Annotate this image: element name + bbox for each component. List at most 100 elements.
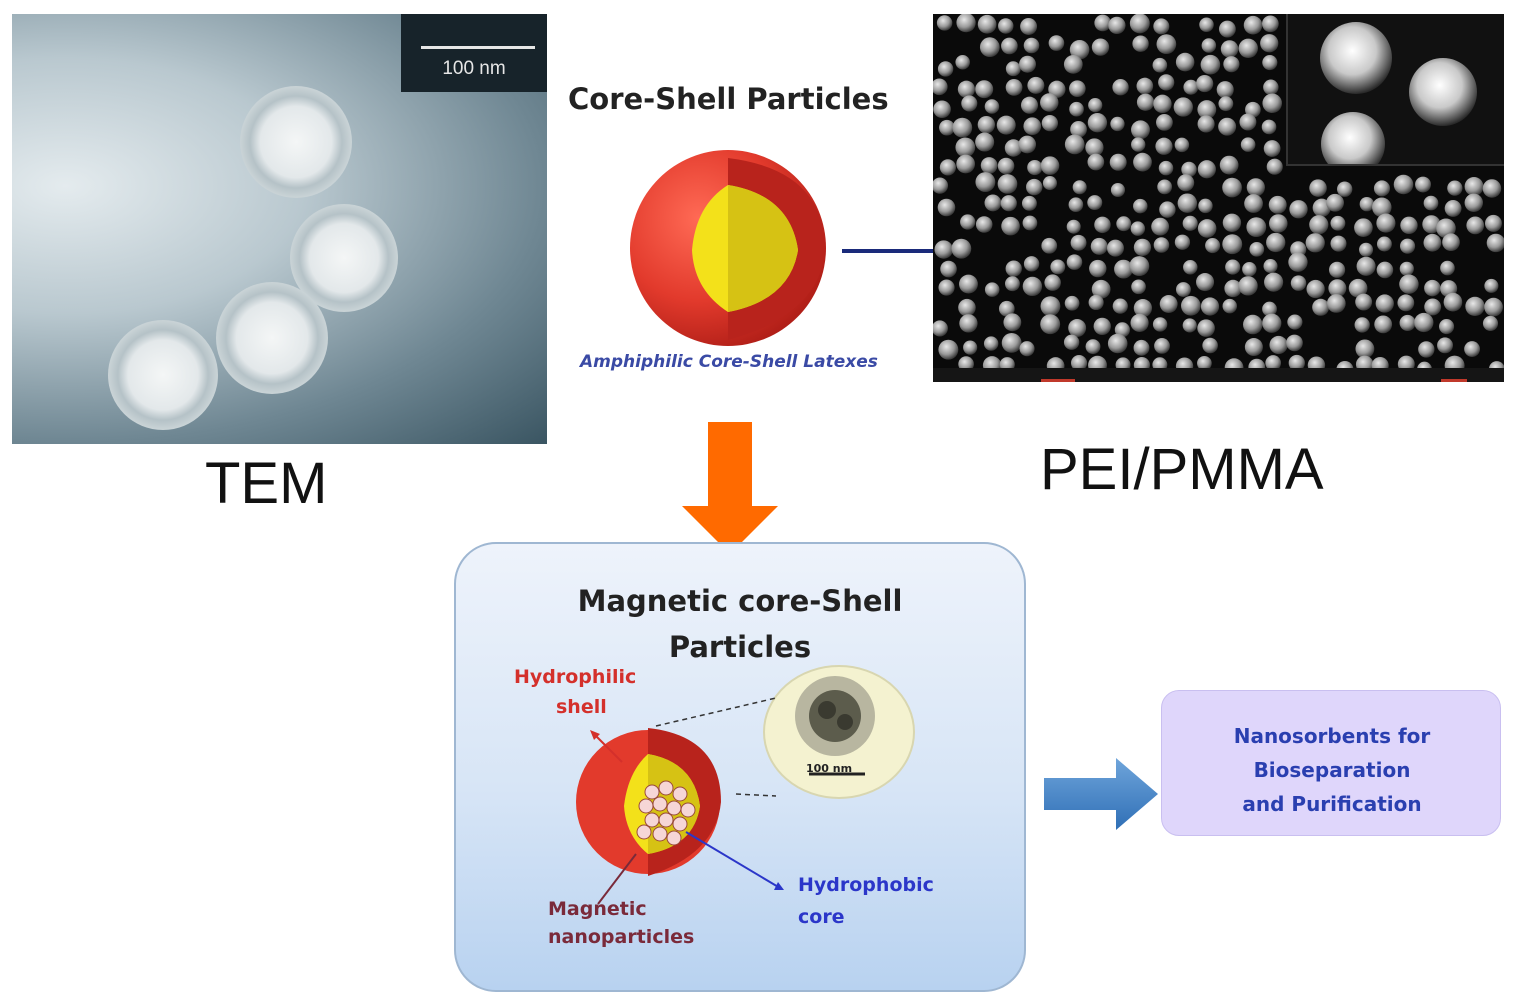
sem-particle: [1197, 219, 1217, 238]
sem-particle: [1048, 35, 1065, 51]
sem-particle: [955, 137, 976, 158]
sem-particle: [1482, 179, 1502, 198]
sem-particle: [1424, 279, 1441, 297]
core-shell-particle-illustration: [630, 150, 826, 346]
sem-particle: [1306, 279, 1325, 299]
sem-particle: [1040, 314, 1061, 335]
nanosorbents-line3: and Purification: [1242, 792, 1422, 816]
sem-particle: [1091, 279, 1111, 299]
sem-particle: [1290, 275, 1307, 291]
sem-particle: [1224, 279, 1242, 298]
sem-particle: [951, 238, 972, 259]
sem-particle: [984, 99, 1000, 114]
sem-particle: [1418, 341, 1435, 358]
sem-particle: [1129, 14, 1150, 34]
sem-particle: [1110, 182, 1125, 198]
sem-particle: [1288, 354, 1305, 372]
sem-particle: [938, 339, 959, 360]
sem-particle: [1022, 215, 1038, 231]
core-shell-title: Core-Shell Particles: [568, 82, 889, 116]
sem-particle: [1001, 332, 1022, 353]
sem-particle: [997, 157, 1015, 175]
sem-particle: [1110, 116, 1125, 132]
sem-particle: [1174, 137, 1190, 153]
sem-particle: [1041, 237, 1058, 254]
sem-particle: [1263, 79, 1279, 95]
sem-particle: [1022, 276, 1043, 297]
sem-particle: [1026, 178, 1043, 196]
sem-particle: [1155, 137, 1173, 155]
sem-particle: [1243, 15, 1263, 35]
sem-particle: [1158, 160, 1174, 176]
sem-particle: [1330, 235, 1347, 252]
sem-particle: [1109, 153, 1127, 171]
sem-particle: [1019, 341, 1035, 357]
sem-particle: [1112, 298, 1128, 314]
sem-particle: [1372, 197, 1392, 218]
sem-particle: [1225, 259, 1241, 275]
sem-particle: [1222, 213, 1242, 232]
sem-particle: [1094, 14, 1112, 32]
sem-particle: [1106, 239, 1124, 257]
tem-micrograph: 100 nm: [12, 14, 547, 444]
sem-particle: [1023, 256, 1040, 272]
sem-particle: [937, 198, 956, 217]
sem-particle: [1196, 273, 1215, 292]
sem-particle: [1094, 216, 1111, 234]
sem-particle: [933, 78, 948, 96]
sem-particle: [1177, 193, 1198, 213]
sem-particle: [1069, 101, 1084, 117]
sem-particle: [939, 119, 955, 136]
sem-particle: [1197, 355, 1212, 371]
sem-particle: [1262, 15, 1279, 33]
sem-particle: [959, 274, 978, 294]
sem-particle: [1326, 193, 1344, 212]
sem-particle: [1088, 98, 1103, 113]
sem-particle: [1048, 80, 1066, 98]
sem-particle: [998, 18, 1014, 34]
sem-particle: [1486, 233, 1504, 253]
sem-particle: [1040, 296, 1061, 317]
sem-particle: [1202, 337, 1218, 354]
sem-particle: [1042, 176, 1057, 191]
sem-particle: [1133, 152, 1152, 172]
sem-particle: [1050, 259, 1066, 275]
sem-particle: [1005, 260, 1022, 277]
sem-particle: [1447, 180, 1463, 196]
sem-particle: [936, 15, 953, 31]
sem-particle: [1399, 261, 1414, 276]
core-shading: [728, 185, 798, 312]
sem-particle: [1374, 315, 1393, 334]
sem-particle: [1130, 313, 1149, 332]
sem-particle: [1087, 153, 1105, 171]
sem-particle: [1336, 181, 1353, 197]
sem-particle: [1222, 177, 1242, 198]
sem-particle: [1021, 195, 1037, 211]
sem-particle: [1130, 221, 1146, 236]
sem-particle: [958, 298, 976, 317]
label-arrows: [590, 730, 784, 905]
sem-particle: [1070, 121, 1087, 138]
sem-particle: [1181, 161, 1197, 178]
sem-particle: [1064, 295, 1080, 311]
magnetic-particle-illustration: [576, 728, 721, 876]
sem-particle: [1436, 218, 1456, 239]
sem-particle: [1242, 262, 1257, 277]
sem-particle: [1183, 260, 1198, 275]
sem-particle: [1023, 117, 1042, 136]
sem-particle: [1414, 312, 1434, 333]
sem-particle: [1264, 272, 1284, 292]
sem-particle: [975, 172, 996, 192]
sem-micrograph: [933, 14, 1504, 382]
inset-dashed-lines: [655, 697, 777, 797]
inset-scale-label: 100 nm: [806, 762, 853, 775]
sem-particle: [1182, 318, 1197, 333]
magnetic-tem-inset: [763, 665, 915, 799]
sem-particle: [940, 260, 957, 278]
sem-particle: [1249, 241, 1265, 257]
sem-particle: [1201, 38, 1217, 53]
sem-particle: [1218, 96, 1234, 112]
sem-particle: [1354, 218, 1373, 237]
sem-particle: [1309, 179, 1327, 197]
sem-particle: [1154, 338, 1170, 354]
